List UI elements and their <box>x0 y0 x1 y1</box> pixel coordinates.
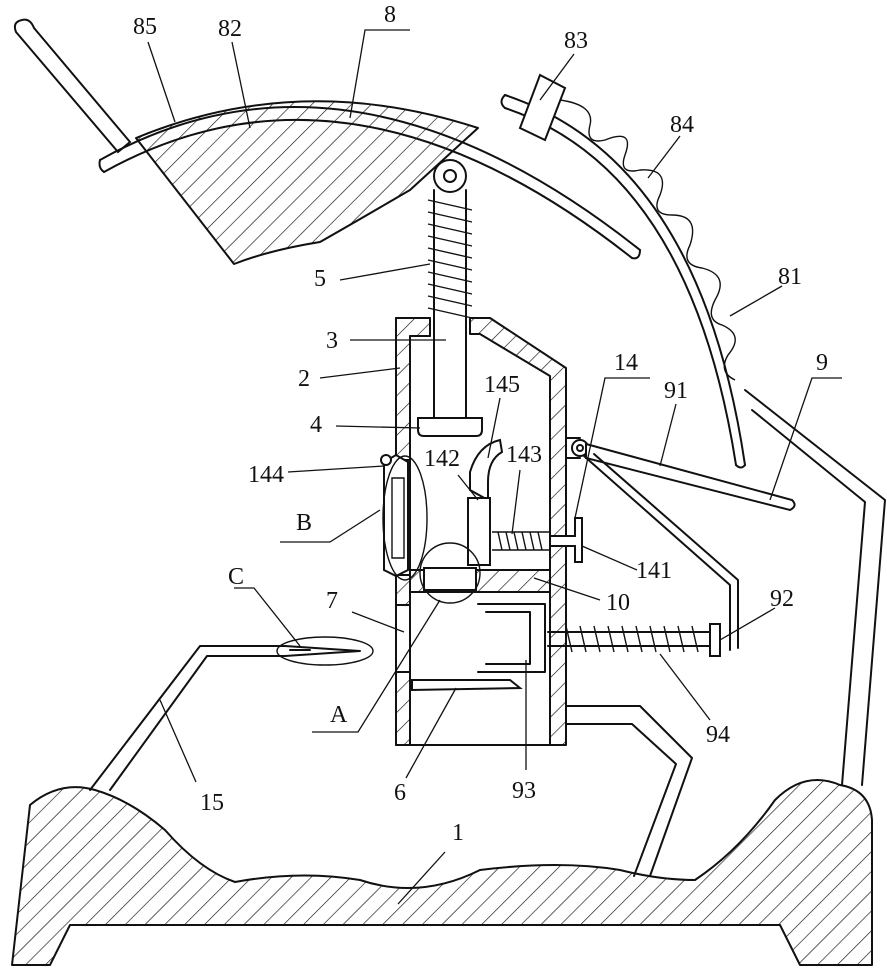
needle-C <box>285 646 360 656</box>
label-C: C <box>228 564 244 590</box>
label-15: 15 <box>200 790 224 816</box>
blade-6 <box>412 680 520 690</box>
label-B: B <box>296 510 312 536</box>
label-9: 9 <box>816 350 828 376</box>
lever-9 <box>586 444 795 510</box>
label-83: 83 <box>564 28 588 54</box>
spring-143 <box>492 532 550 550</box>
piston-head-4 <box>418 418 482 436</box>
leader-81 <box>730 286 782 316</box>
lever-85 <box>15 20 130 152</box>
leader-143 <box>512 470 520 534</box>
label-84: 84 <box>670 112 694 138</box>
label-14: 14 <box>614 350 638 376</box>
bracket-93 <box>478 604 545 672</box>
label-145: 145 <box>484 372 520 398</box>
label-81: 81 <box>778 264 802 290</box>
leader-C <box>234 588 300 646</box>
slider-83 <box>520 75 565 140</box>
housing-2-fill <box>396 318 430 460</box>
housing-2-bottom-wall <box>396 672 410 745</box>
label-7: 7 <box>326 588 338 614</box>
label-5: 5 <box>314 266 326 292</box>
label-92: 92 <box>770 586 794 612</box>
label-85: 85 <box>133 14 157 40</box>
label-144: 144 <box>248 462 284 488</box>
leader-84 <box>648 136 680 178</box>
label-143: 143 <box>506 442 542 468</box>
label-2: 2 <box>298 366 310 392</box>
label-6: 6 <box>394 780 406 806</box>
leader-94 <box>660 654 710 720</box>
label-A: A <box>330 702 348 728</box>
spring-84 <box>560 100 735 380</box>
bar-142 <box>468 498 490 565</box>
label-141: 141 <box>636 558 672 584</box>
pivot-91-pin <box>577 445 583 451</box>
leader-141 <box>582 546 637 570</box>
support-leg <box>566 706 692 876</box>
label-10: 10 <box>606 590 630 616</box>
leader-B <box>280 510 380 542</box>
label-142: 142 <box>424 446 460 472</box>
spring-94 <box>566 626 698 652</box>
label-94: 94 <box>706 722 730 748</box>
block-10-left <box>424 568 476 590</box>
arc-guide-81-end <box>502 95 746 468</box>
leader-92 <box>720 608 775 640</box>
plate-92 <box>710 624 720 656</box>
arc-guide-81 <box>505 95 745 465</box>
rod-94 <box>548 632 712 646</box>
rod-5 <box>434 190 466 425</box>
leader-2 <box>320 368 400 378</box>
label-82: 82 <box>218 16 242 42</box>
leader-85 <box>148 42 175 122</box>
label-3: 3 <box>326 328 338 354</box>
arm-15 <box>90 646 285 790</box>
hook-145 <box>470 440 502 500</box>
label-4: 4 <box>310 412 322 438</box>
base-1 <box>12 780 872 965</box>
pivot-pin <box>444 170 456 182</box>
label-93: 93 <box>512 778 536 804</box>
leader-144 <box>288 466 384 472</box>
leader-15 <box>160 700 196 782</box>
label-91: 91 <box>664 378 688 404</box>
arc-guide-81-inner <box>505 108 736 465</box>
leader-5 <box>340 264 430 280</box>
label-1: 1 <box>452 820 464 846</box>
leader-6 <box>406 688 456 778</box>
label-8: 8 <box>384 2 396 28</box>
block-82 <box>136 101 478 264</box>
leader-91 <box>660 404 676 466</box>
pin-144 <box>381 455 391 465</box>
stand-frame <box>745 390 885 785</box>
